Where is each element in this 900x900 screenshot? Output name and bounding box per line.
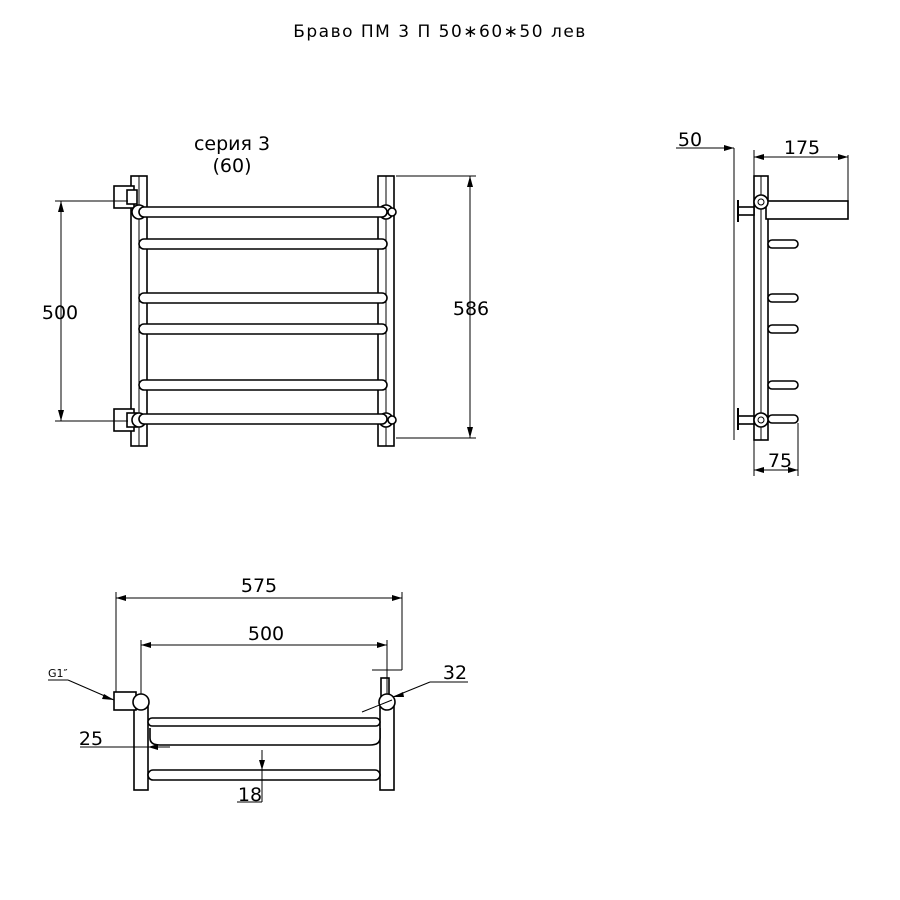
svg-text:18: 18 (238, 784, 262, 806)
dim-center-width: 500 (140, 623, 402, 694)
side-rail-5 (767, 414, 799, 424)
svg-text:75: 75 (768, 450, 792, 472)
svg-text:25: 25 (79, 728, 103, 750)
dim-wall-offset: 50 (676, 129, 734, 151)
dim-offset: 25 (79, 728, 170, 750)
dim-total-width: 575 (115, 575, 403, 692)
dim-total-height: 586 (396, 175, 489, 439)
top-left-post (133, 699, 149, 791)
rail-4 (138, 323, 388, 335)
rail-3 (138, 292, 388, 304)
dim-center-height: 500 (42, 200, 128, 422)
top-shelf-front (147, 717, 381, 727)
svg-text:586: 586 (453, 298, 489, 320)
series-label: серия 3 (194, 133, 270, 155)
rail-2 (138, 238, 388, 250)
top-view: 575 500 G1″ 32 (48, 575, 468, 806)
svg-text:175: 175 (784, 137, 820, 159)
dim-rail: 18 (237, 750, 265, 806)
side-rail-3 (767, 324, 799, 334)
rail-1 (138, 206, 388, 218)
dim-thread: G1″ (48, 667, 115, 701)
svg-text:32: 32 (443, 662, 467, 684)
side-bottom-bracket (737, 408, 769, 430)
svg-text:500: 500 (42, 302, 78, 324)
svg-text:575: 575 (241, 575, 277, 597)
side-view: 50 175 75 (676, 129, 849, 476)
svg-text:50: 50 (678, 129, 702, 151)
series-sub-label: (60) (212, 155, 251, 177)
dim-depth: 175 (753, 137, 848, 176)
svg-text:500: 500 (248, 623, 284, 645)
svg-text:G1″: G1″ (48, 667, 68, 680)
side-rail-1 (767, 239, 799, 249)
front-view: серия 3 (60) (42, 133, 489, 447)
drawing-title: Браво ПМ 3 П 50∗60∗50 лев (293, 22, 587, 42)
dim-bottom: 75 (753, 423, 799, 476)
side-rail-2 (767, 293, 799, 303)
rail-5 (138, 379, 388, 391)
top-shelf-frame (149, 728, 381, 746)
top-bottom-rail (147, 769, 381, 781)
side-shelf (765, 200, 849, 220)
side-rail-4 (767, 380, 799, 390)
rail-6 (138, 413, 388, 425)
dim-pipe: 32 (361, 662, 468, 713)
side-top-bracket (737, 194, 769, 222)
top-right-post (379, 699, 395, 791)
top-left-inlet (113, 691, 150, 711)
